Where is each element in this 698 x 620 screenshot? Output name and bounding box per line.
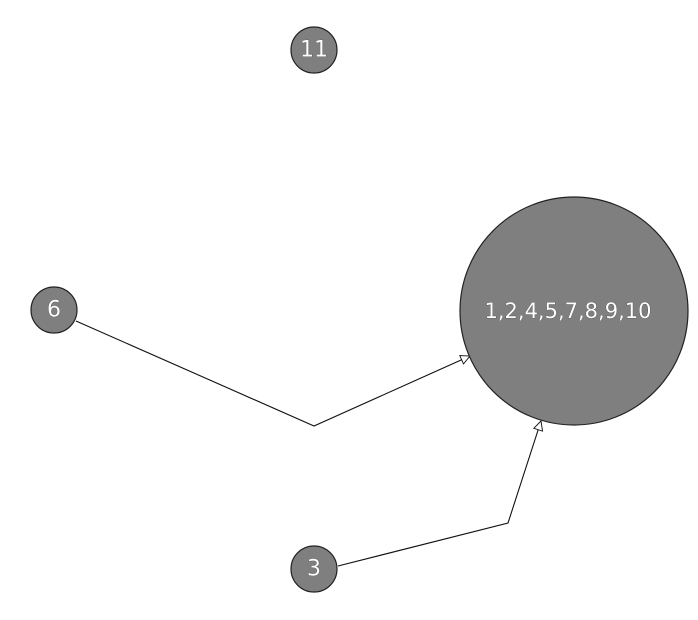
node-3[interactable]: 3 xyxy=(290,545,338,593)
node-11-label: 11 xyxy=(300,38,328,63)
node-cluster-label: 1,2,4,5,7,8,9,10 xyxy=(485,299,652,323)
edge-6-to-cluster xyxy=(75,320,470,427)
edge-3-to-cluster xyxy=(337,421,541,567)
node-cluster[interactable]: 1,2,4,5,7,8,9,10 xyxy=(459,196,689,426)
node-3-label: 3 xyxy=(307,557,321,582)
node-6-label: 6 xyxy=(47,298,61,323)
node-11[interactable]: 11 xyxy=(290,26,338,74)
node-6[interactable]: 6 xyxy=(30,286,78,334)
